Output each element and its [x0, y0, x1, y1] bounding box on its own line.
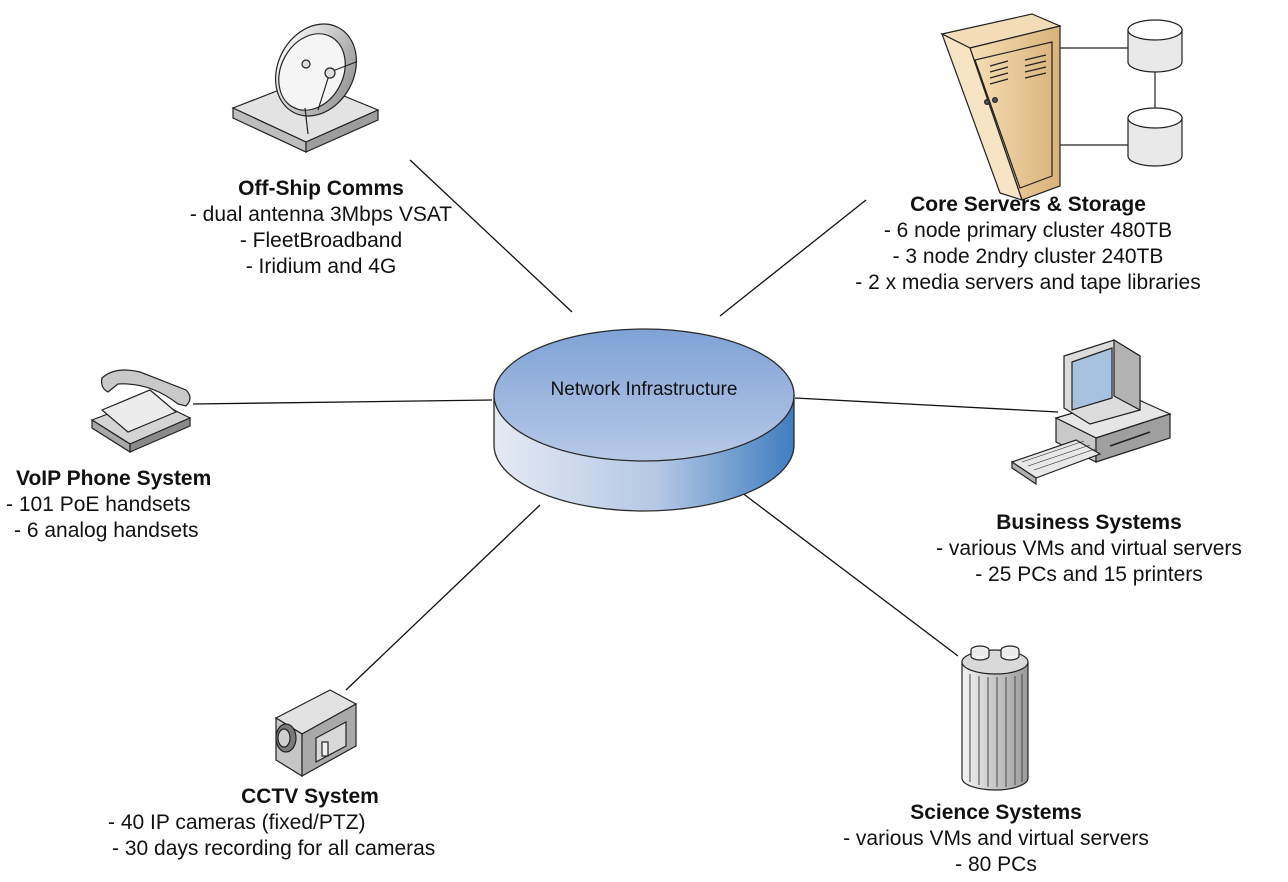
science-systems-label: Science Systems - various VMs and virtua… — [796, 800, 1196, 878]
link-voip — [192, 399, 493, 405]
node-detail: - 6 node primary cluster 480TB — [883, 219, 1173, 242]
node-detail: - 2 x media servers and tape libraries — [855, 271, 1201, 294]
node-detail: - 101 PoE handsets — [6, 493, 191, 516]
offship-comms-label: Off-Ship Comms - dual antenna 3Mbps VSAT… — [156, 176, 486, 280]
satellite-dish-icon — [231, 23, 380, 153]
link-core — [719, 199, 867, 317]
core-servers-label: Core Servers & Storage - 6 node primary … — [776, 192, 1280, 296]
node-title: Core Servers & Storage — [910, 193, 1146, 216]
node-title: Business Systems — [996, 511, 1182, 534]
node-detail: - FleetBroadband — [239, 229, 403, 252]
link-science — [736, 488, 959, 657]
connector-lines — [192, 159, 1059, 691]
telephone-icon — [90, 369, 192, 454]
node-detail: - dual antenna 3Mbps VSAT — [189, 203, 453, 226]
node-title: CCTV System — [241, 785, 379, 808]
node-detail: - 30 days recording for all cameras — [112, 837, 436, 860]
hub-label: Network Infrastructure — [550, 379, 738, 400]
server-storage-icon — [940, 13, 1183, 201]
node-detail: - 80 PCs — [955, 853, 1037, 876]
voip-phone-label: VoIP Phone System - 101 PoE handsets - 6… — [6, 466, 286, 544]
desktop-computer-icon — [1010, 338, 1172, 486]
link-cctv — [345, 504, 541, 691]
node-detail: - 40 IP cameras (fixed/PTZ) — [108, 811, 366, 834]
node-title: Off-Ship Comms — [238, 177, 404, 200]
link-offship — [409, 159, 573, 313]
business-systems-label: Business Systems - various VMs and virtu… — [892, 510, 1286, 588]
node-title: Science Systems — [910, 801, 1082, 824]
mainframe-icon — [961, 645, 1029, 791]
node-detail: - 6 analog handsets — [14, 519, 199, 542]
node-detail: - Iridium and 4G — [245, 255, 397, 278]
network-infrastructure-hub — [493, 328, 795, 512]
node-detail: - 25 PCs and 15 printers — [975, 563, 1203, 586]
node-title: VoIP Phone System — [16, 467, 212, 490]
node-detail: - various VMs and virtual servers — [843, 827, 1149, 850]
video-camera-icon — [274, 689, 358, 778]
node-detail: - various VMs and virtual servers — [936, 537, 1242, 560]
link-business — [794, 397, 1059, 413]
node-detail: - 3 node 2ndry cluster 240TB — [892, 245, 1164, 268]
cctv-system-label: CCTV System - 40 IP cameras (fixed/PTZ) … — [100, 784, 520, 862]
